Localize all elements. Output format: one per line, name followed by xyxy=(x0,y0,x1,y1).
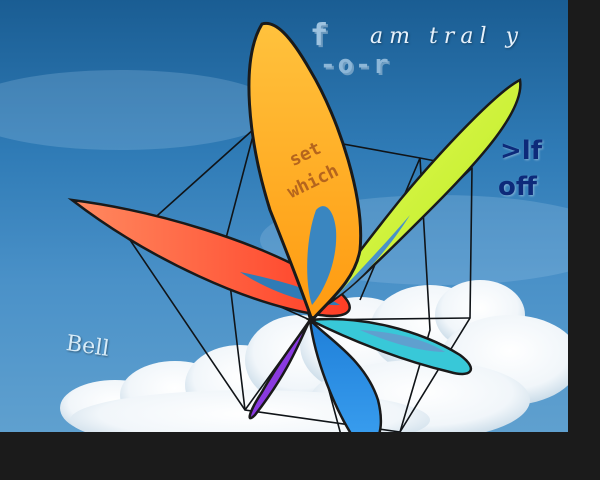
blue-wing xyxy=(308,316,383,432)
kite-hub xyxy=(308,316,316,324)
caption-off: off xyxy=(498,172,537,202)
caption-f: f xyxy=(310,18,329,53)
cyan-wing xyxy=(305,317,473,376)
caption-am-truly: am tral y xyxy=(370,24,524,49)
kite-photo xyxy=(0,21,568,432)
photo-frame: Bell f -o-r am tral y >lf off set which xyxy=(0,0,568,432)
caption-or: -o-r xyxy=(320,50,391,80)
orange-wing xyxy=(247,21,363,323)
caption-lf: >lf xyxy=(500,136,543,166)
purple-wing xyxy=(248,319,312,420)
